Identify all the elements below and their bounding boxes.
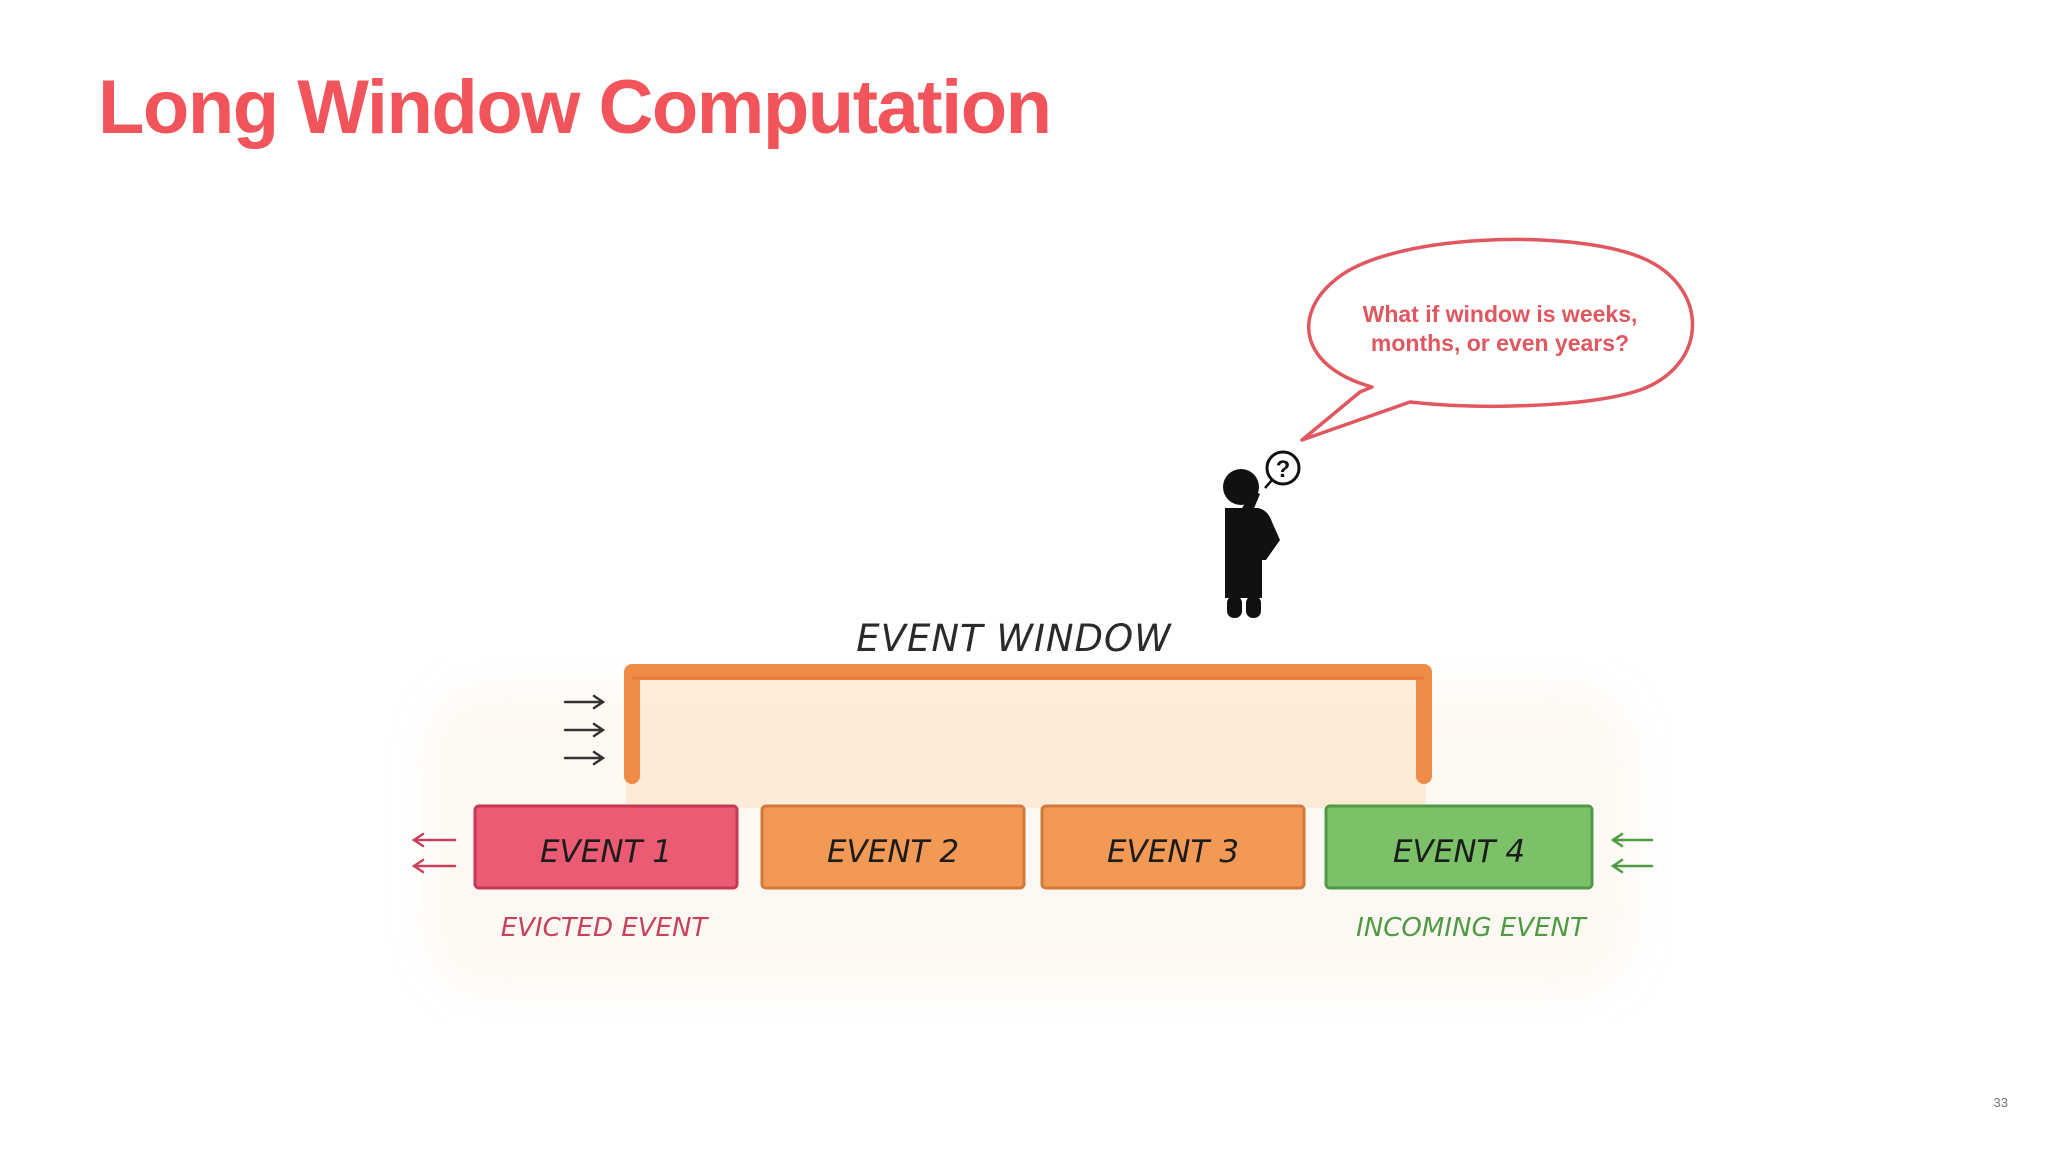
event-label-2: EVENT 2 [827,834,959,870]
event-label-4: EVENT 4 [1393,834,1525,870]
event-box-3: EVENT 3 [1040,804,1306,890]
question-mark: ? [1276,456,1291,483]
window-slide-arrows [563,694,606,766]
event-box-2-rect [760,804,1026,890]
question-bubble-icon: ? [1264,450,1301,489]
evicted-arrows [411,832,457,874]
event-box-3-rect [1040,804,1306,890]
event-window-bracket [624,664,1432,784]
event-box-4: EVENT 4 [1324,804,1594,890]
incoming-event-caption: INCOMING EVENT [1356,913,1588,943]
event-box-2: EVENT 2 [760,804,1026,890]
speech-bubble [1300,237,1695,442]
page-number: 33 [1993,1095,2008,1110]
thinking-person-icon [1223,469,1280,618]
speech-bubble-line-1: What if window is weeks, [1363,301,1638,327]
event-label-3: EVENT 3 [1107,834,1239,870]
event-box-1-rect [473,804,739,890]
event-window-label: EVENT WINDOW [856,617,1172,660]
incoming-arrows [1610,832,1654,874]
event-window-area [626,676,1426,808]
evicted-event-caption: EVICTED EVENT [501,913,710,943]
slide-title: Long Window Computation [98,65,1052,150]
event-box-4-rect [1324,804,1594,890]
speech-bubble-line-2: months, or even years? [1371,330,1629,356]
event-box-1: EVENT 1 [473,804,739,890]
event-label-1: EVENT 1 [540,834,672,870]
